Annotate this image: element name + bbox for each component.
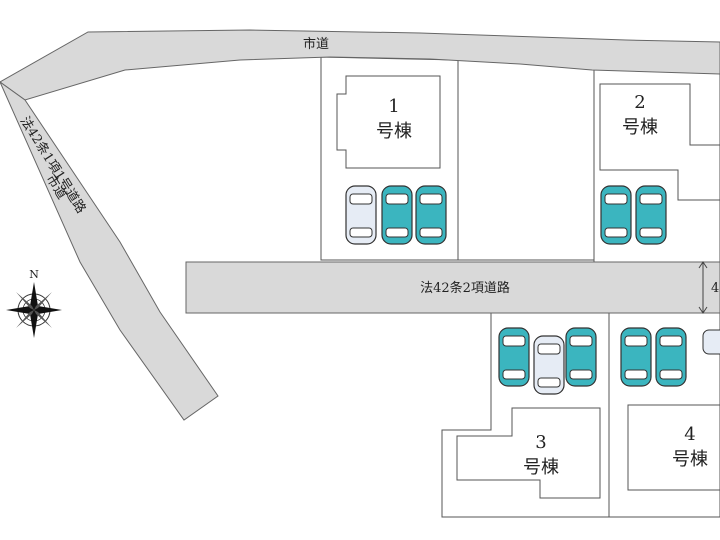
lot-1-label: 号棟 xyxy=(376,121,412,142)
house-2 xyxy=(599,83,720,201)
top-road-label: 市道 xyxy=(303,36,329,52)
car-lot-3-b xyxy=(533,335,565,395)
lot-4-number: 4 xyxy=(684,424,695,445)
car-lot-1-b xyxy=(381,185,413,245)
house-4 xyxy=(627,404,720,491)
lot-4-label: 号棟 xyxy=(672,449,708,470)
car-lot-2-a xyxy=(600,185,632,245)
lot-1-2-gap-boundary xyxy=(457,59,595,261)
compass-north-label: N xyxy=(29,268,39,281)
middle-road xyxy=(185,261,720,314)
road-width-label: 4 xyxy=(711,281,719,296)
car-lot-3-c xyxy=(565,327,597,387)
car-lot-2-b xyxy=(635,185,667,245)
car-lot-4-partial xyxy=(702,329,720,355)
lot-2-label: 号棟 xyxy=(622,117,658,138)
house-3 xyxy=(456,407,601,499)
compass-rose-icon xyxy=(6,282,62,338)
lot-3-label: 号棟 xyxy=(523,457,559,478)
house-1 xyxy=(336,75,441,169)
left-diagonal-road xyxy=(0,81,219,421)
top-road xyxy=(0,29,720,101)
parking-cars xyxy=(345,185,720,395)
lot-2-number: 2 xyxy=(634,92,645,113)
car-lot-4-b xyxy=(655,327,687,387)
middle-road-label: 法42条2項道路 xyxy=(420,280,510,296)
car-lot-1-c xyxy=(415,185,447,245)
car-lot-1-a xyxy=(345,185,377,245)
car-lot-3-a xyxy=(498,327,530,387)
car-lot-4-a xyxy=(620,327,652,387)
lot-3-number: 3 xyxy=(535,432,546,453)
lot-1-number: 1 xyxy=(388,96,399,117)
